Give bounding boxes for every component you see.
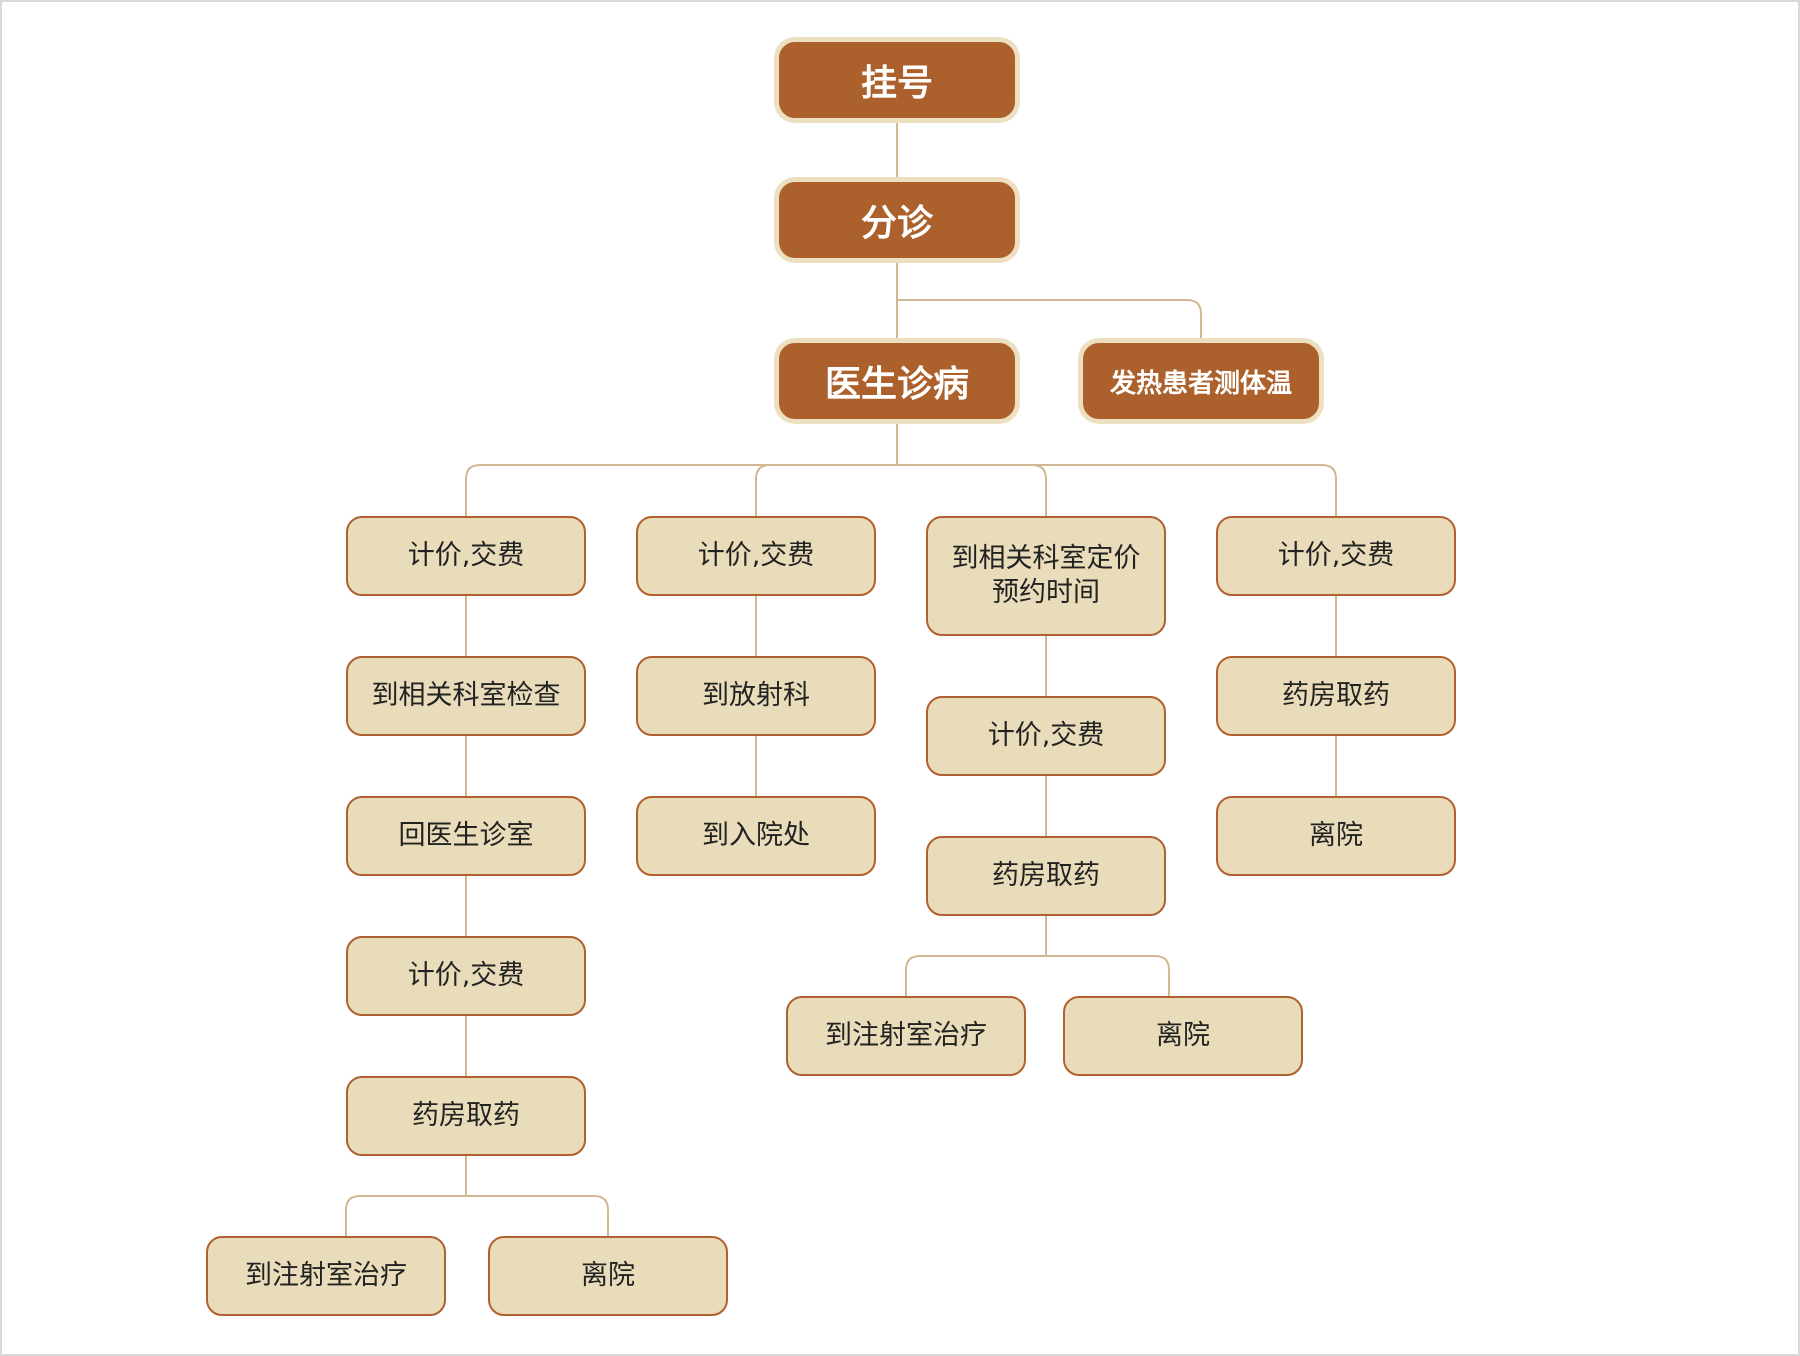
node-guahao: 挂号 — [779, 42, 1015, 118]
connector-5 — [465, 464, 481, 516]
node-c2-jijia: 计价,交费 — [636, 516, 876, 596]
node-yishengzhenbing: 医生诊病 — [779, 343, 1015, 419]
node-c3-yaofang: 药房取药 — [926, 836, 1166, 916]
node-c1-yaofang: 药房取药 — [346, 1076, 586, 1156]
connector-8 — [1321, 464, 1337, 516]
node-c1-jiancha: 到相关科室检查 — [346, 656, 586, 736]
node-c1-jijia: 计价,交费 — [346, 516, 586, 596]
node-c2-fangshe: 到放射科 — [636, 656, 876, 736]
node-fenzhen: 分诊 — [779, 182, 1015, 258]
node-c1-jijia2: 计价,交费 — [346, 936, 586, 1016]
node-c4-liyuan: 离院 — [1216, 796, 1456, 876]
node-fare: 发热患者测体温 — [1083, 343, 1319, 419]
connector-23 — [905, 955, 921, 996]
node-c1-zhushe: 到注射室治疗 — [206, 1236, 446, 1316]
connector-7 — [1031, 464, 1047, 516]
node-c3-zhushe: 到注射室治疗 — [786, 996, 1026, 1076]
node-c4-yaofang: 药房取药 — [1216, 656, 1456, 736]
connector-15 — [345, 1195, 361, 1236]
connector-24 — [1154, 955, 1170, 996]
connector-6 — [755, 464, 771, 516]
node-c3-jijia: 计价,交费 — [926, 696, 1166, 776]
connector-16 — [593, 1195, 609, 1236]
node-c3-dingjia: 到相关科室定价 预约时间 — [926, 516, 1166, 636]
node-c2-ruyuan: 到入院处 — [636, 796, 876, 876]
node-c3-liyuan: 离院 — [1063, 996, 1303, 1076]
node-c1-hui: 回医生诊室 — [346, 796, 586, 876]
node-c4-jijia: 计价,交费 — [1216, 516, 1456, 596]
connector-2 — [897, 299, 1202, 343]
node-c1-liyuan: 离院 — [488, 1236, 728, 1316]
